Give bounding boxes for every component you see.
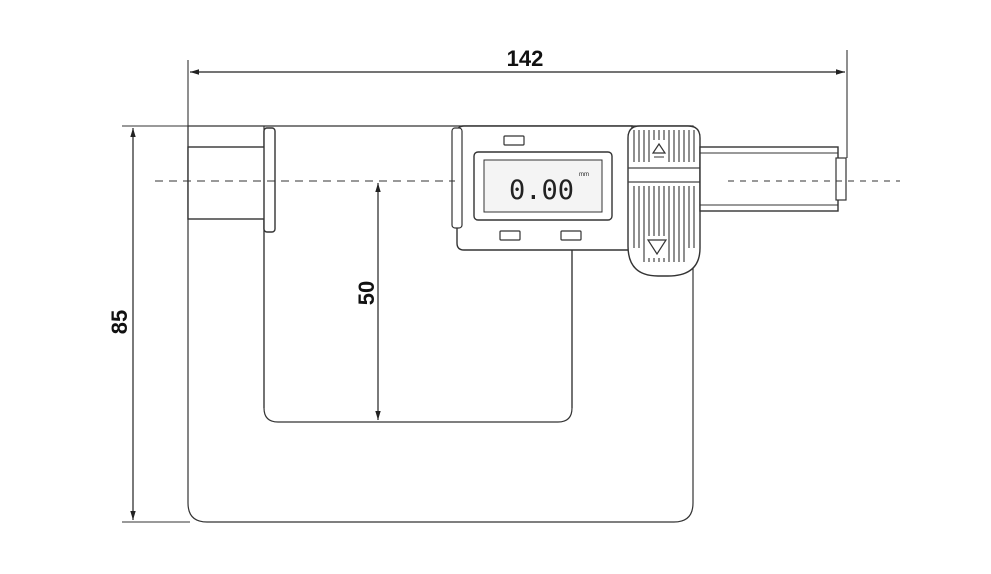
spindle-tip [835,157,847,201]
scroll-up-icon[interactable] [650,140,668,162]
lcd-unit: mm [579,172,589,178]
thimble-knurl [628,130,700,262]
spindle [699,146,839,212]
mode-button[interactable] [503,135,525,146]
zero-button[interactable] [499,230,521,241]
frame-body [187,125,694,523]
lcd-reading: 0.00 [509,175,574,206]
dimension-label-depth: 50 [354,281,379,305]
scroll-down-icon[interactable] [646,236,668,258]
anvil-face [263,127,276,233]
anvil [187,146,267,220]
dimension-label-height: 85 [107,310,132,334]
dimension-label-width: 142 [507,46,544,71]
hold-button[interactable] [560,230,582,241]
head-collar [451,127,463,229]
lcd-screen [483,159,603,213]
